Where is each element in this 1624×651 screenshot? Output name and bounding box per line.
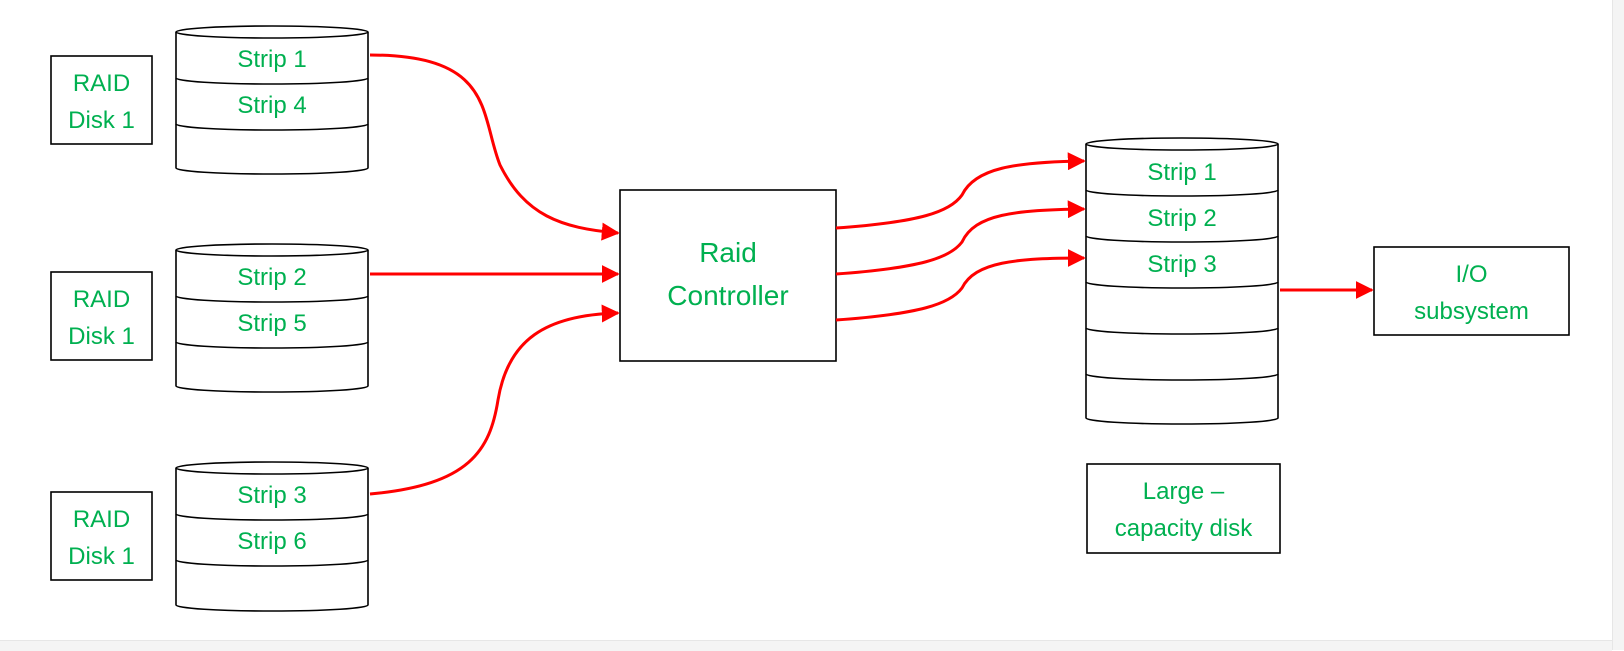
strip-label: Strip 3 [1147,251,1216,278]
large-disk-label-box [1086,463,1281,554]
strip-label: Strip 3 [237,482,306,509]
connector-arrows [369,53,1374,496]
raid-disk-label-line2: Disk 1 [68,543,135,570]
arrow-disk1-to-controller [369,53,620,241]
raid-disk-label-box [50,271,153,361]
strip-label: Strip 4 [237,92,306,119]
raid-disk-label-box [50,55,153,145]
arrow-controller-to-strip1 [835,152,1086,230]
large-capacity-disk: Strip 1 Strip 2 Strip 3 Large – capacity… [1085,137,1281,554]
raid-disk-group-3: RAID Disk 1 Strip 3 Strip 6 [50,461,369,612]
io-subsystem: I/O subsystem [1373,246,1570,336]
strip-label: Strip 6 [237,528,306,555]
raid-controller: Raid Controller [619,189,837,362]
raid-disk-label-line2: Disk 1 [68,107,135,134]
large-disk-label-line2: capacity disk [1115,515,1253,542]
arrow-controller-to-strip3 [835,249,1086,322]
strip-label: Strip 2 [1147,205,1216,232]
strip-label: Strip 5 [237,310,306,337]
strip-label: Strip 2 [237,264,306,291]
controller-label-line2: Controller [667,280,788,311]
io-label-line1: I/O [1455,261,1487,288]
page-edge [1612,0,1624,650]
raid-disk-label-box [50,491,153,581]
arrow-disk3-to-controller [369,304,620,496]
raid-disk-group-2: RAID Disk 1 Strip 2 Strip 5 [50,243,369,393]
raid-disk-cylinder [175,25,369,175]
strip-label: Strip 1 [1147,159,1216,186]
raid-striping-diagram: RAID Disk 1 Strip 1 Strip 4 RAID Disk 1 [50,25,1570,612]
arrow-controller-to-strip2 [835,200,1086,276]
io-box [1373,246,1570,336]
raid-disk-label-line1: RAID [73,286,130,313]
raid-disk-label-line1: RAID [73,70,130,97]
raid-disk-group-1: RAID Disk 1 Strip 1 Strip 4 [50,25,369,175]
controller-box [619,189,837,362]
raid-disk-label-line1: RAID [73,506,130,533]
raid-disk-cylinder [175,243,369,393]
strip-label: Strip 1 [237,46,306,73]
raid-disk-label-line2: Disk 1 [68,323,135,350]
raid-disk-cylinder [175,461,369,612]
large-disk-cylinder [1085,137,1279,425]
page-edge [0,640,1612,651]
controller-label-line1: Raid [699,237,757,268]
io-label-line2: subsystem [1414,298,1529,325]
large-disk-label-line1: Large – [1143,478,1225,505]
